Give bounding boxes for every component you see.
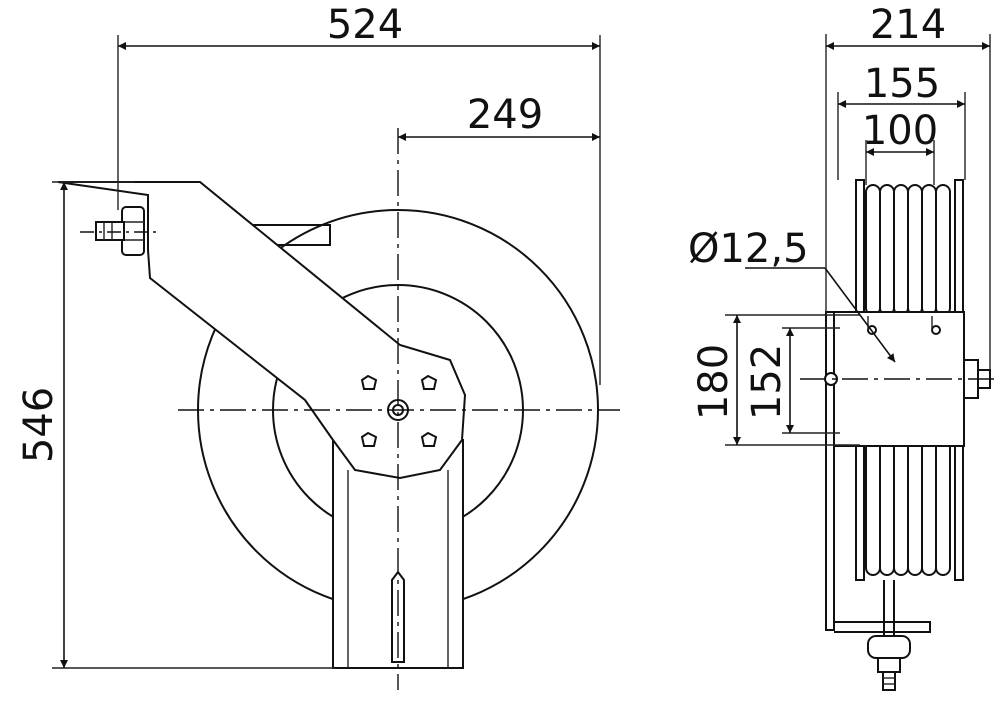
dim-mount-height-label: 180 <box>691 344 737 420</box>
front-view <box>52 35 620 690</box>
dim-mount-inner-height: 152 <box>744 328 794 433</box>
swing-arm <box>57 181 467 480</box>
reel-top-bracket <box>240 224 331 246</box>
hose-fitting <box>95 206 145 256</box>
dim-side-depth: 214 <box>826 2 990 50</box>
post-slot <box>391 570 405 663</box>
base-foot <box>834 621 931 633</box>
dim-drum-inner: 100 <box>862 108 938 156</box>
hose-coils-upper <box>865 184 951 316</box>
dim-hose-diameter-label: Ø12,5 <box>688 226 809 272</box>
dim-side-depth-label: 214 <box>870 2 946 48</box>
dim-mount-inner-height-label: 152 <box>744 344 790 420</box>
side-view <box>725 34 1000 691</box>
dim-overall-width-label: 524 <box>327 2 403 48</box>
hose-outlet-fitting <box>867 580 911 691</box>
dim-offset-center: 249 <box>398 92 600 141</box>
hub-bolts <box>360 374 438 447</box>
dim-mount-height: 180 <box>691 315 741 445</box>
dim-drum-outer-label: 155 <box>864 61 940 107</box>
dim-drum-inner-label: 100 <box>862 108 938 154</box>
dim-overall-height-label: 546 <box>16 387 62 463</box>
back-plate <box>825 311 835 631</box>
dim-overall-height: 546 <box>16 182 68 668</box>
dim-offset-center-label: 249 <box>467 92 543 138</box>
dim-drum-outer: 155 <box>838 61 965 108</box>
dim-hose-diameter: Ø12,5 <box>688 226 896 363</box>
dim-overall-width: 524 <box>118 2 600 50</box>
hose-coils-lower <box>865 439 951 576</box>
